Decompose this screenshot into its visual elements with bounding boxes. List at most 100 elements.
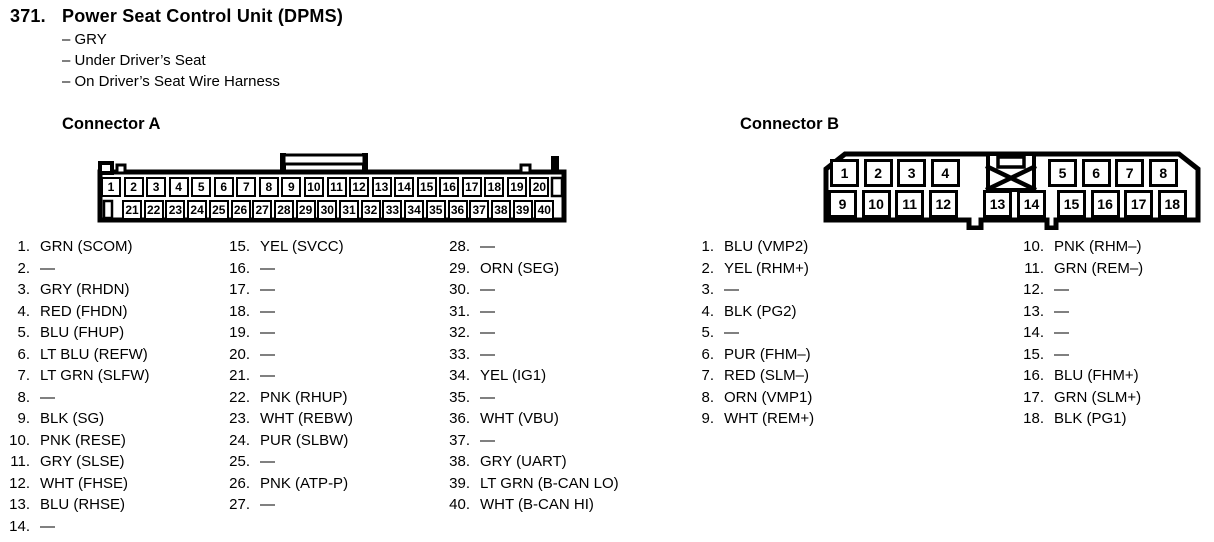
pin-row: 4.RED (FHDN)	[2, 301, 149, 323]
pin-row: 9. WHT (REM+)	[686, 408, 814, 430]
connector-b-pin-13: 13	[983, 190, 1012, 218]
pin-number: 27.	[229, 496, 250, 513]
pin-wire-label: —	[1054, 302, 1069, 320]
pin-wire-label: —	[480, 324, 495, 341]
pin-wire-label: GRY (RHDN)	[40, 281, 130, 298]
connector-a-right-bump	[519, 163, 532, 175]
pin-wire-label: PNK (RESE)	[40, 431, 126, 449]
pin-wire-label: WHT (REM+)	[724, 410, 815, 427]
connector-b-pin-12: 12	[928, 190, 958, 218]
pin-number: 19.	[229, 324, 250, 341]
pin-wire-label: ORN (SEG)	[480, 259, 560, 277]
pin-wire-label: PUR (SLBW)	[260, 431, 349, 449]
page-header: 371. Power Seat Control Unit (DPMS)	[10, 6, 343, 27]
connector-a-pin-28: 28	[273, 200, 294, 220]
pin-wire-label: —	[260, 496, 275, 513]
pin-number: 1.	[701, 238, 714, 255]
pin-wire-label: LT GRN (B-CAN LO)	[480, 474, 619, 492]
pin-wire-label: —	[1054, 324, 1069, 341]
pin-wire-label: —	[40, 517, 55, 535]
connector-a-pin-23: 23	[165, 200, 186, 220]
pin-row: 27. —	[222, 494, 353, 516]
pin-number: 17.	[229, 281, 250, 298]
pin-number: 34.	[449, 367, 470, 384]
connector-a-pin-36: 36	[447, 200, 468, 220]
pin-row: 3.GRY (RHDN)	[2, 279, 149, 301]
pin-wire-label: —	[480, 281, 495, 298]
pin-wire-label: —	[260, 281, 275, 298]
connector-a-pin-17: 17	[461, 177, 482, 197]
pin-number: 15.	[229, 238, 250, 255]
pin-row: 23.WHT (REBW)	[222, 408, 353, 430]
pin-row: 12.WHT (FHSE)	[2, 473, 149, 495]
pin-number: 18.	[1023, 410, 1044, 427]
pin-wire-label: LT BLU (REFW)	[40, 345, 148, 363]
detail-location: – Under Driver’s Seat	[62, 52, 206, 69]
pin-row: 13.BLU (RHSE)	[2, 494, 149, 516]
pin-wire-label: BLU (VMP2)	[724, 238, 809, 255]
pin-number: 8.	[17, 388, 30, 406]
pin-number: 37.	[449, 431, 470, 449]
pin-number: 18.	[229, 302, 250, 320]
pin-wire-label: —	[1054, 345, 1069, 363]
pin-row: 3.—	[686, 279, 814, 301]
connector-b-pin-16: 16	[1090, 190, 1120, 218]
pin-number: 13.	[9, 496, 30, 513]
pin-row: 12.—	[1016, 279, 1143, 301]
pin-number: 6.	[17, 345, 30, 363]
pin-wire-label: YEL (RHM+)	[724, 259, 809, 277]
keyway-blocked-cell	[985, 152, 1037, 193]
pin-number: 25.	[229, 453, 250, 470]
connector-a-pin-31: 31	[339, 200, 359, 220]
connector-b-pin-7: 7	[1115, 159, 1145, 187]
connector-b-pin-2: 2	[863, 159, 893, 187]
connector-b-pin-11: 11	[895, 190, 925, 218]
pin-wire-label: BLK (PG1)	[1054, 410, 1127, 427]
pin-row: 2.YEL (RHM+)	[686, 258, 814, 280]
connector-a-blank-slot-left	[102, 199, 114, 220]
pin-row: 24.PUR (SLBW)	[222, 430, 353, 452]
connector-a-pin-33: 33	[382, 200, 403, 220]
pin-number: 14.	[1023, 324, 1044, 341]
pin-wire-label: —	[260, 259, 275, 277]
connector-a-pin-10: 10	[303, 177, 324, 197]
pin-number: 38.	[449, 453, 470, 470]
connector-b-pin-14: 14	[1017, 190, 1046, 218]
connector-a-pin-3: 3	[146, 177, 167, 197]
pin-row: 26.PNK (ATP-P)	[222, 473, 353, 495]
latch-bar	[282, 153, 366, 166]
pin-row: 31.—	[442, 301, 619, 323]
pin-row: 29.ORN (SEG)	[442, 258, 619, 280]
pin-number: 9.	[701, 410, 714, 427]
pin-wire-label: —	[480, 388, 495, 406]
pin-row: 1. BLU (VMP2)	[686, 236, 814, 258]
pin-wire-label: —	[260, 453, 275, 470]
pin-number: 22.	[229, 388, 250, 406]
pin-number: 32.	[449, 324, 470, 341]
pin-row: 8.—	[2, 387, 149, 409]
connector-a-pin-30: 30	[317, 200, 338, 220]
pin-row: 7.RED (SLM–)	[686, 365, 814, 387]
connector-a-pin-24: 24	[187, 200, 208, 220]
connector-a-pin-35: 35	[425, 200, 446, 220]
pin-row: 17.GRN (SLM+)	[1016, 387, 1143, 409]
pin-number: 2.	[17, 259, 30, 277]
pin-row: 19.—	[222, 322, 353, 344]
pin-wire-label: GRN (REM–)	[1054, 259, 1144, 277]
pin-row: 28.—	[442, 236, 619, 258]
connector-b-pin-9: 9	[828, 190, 857, 218]
connector-a-pin-27: 27	[252, 200, 273, 220]
connector-a-pin-2: 2	[123, 177, 144, 197]
pin-wire-label: BLK (SG)	[40, 410, 105, 427]
connector-a-pin-9: 9	[281, 177, 302, 197]
pin-row: 25. —	[222, 451, 353, 473]
connector-a-left-tab	[98, 161, 114, 175]
detail-color: – GRY	[62, 31, 107, 48]
pin-row: 16.BLU (FHM+)	[1016, 365, 1143, 387]
connector-a-pin-26: 26	[230, 200, 251, 220]
pin-row: 17. —	[222, 279, 353, 301]
connector-a-pin-11: 11	[326, 177, 347, 197]
